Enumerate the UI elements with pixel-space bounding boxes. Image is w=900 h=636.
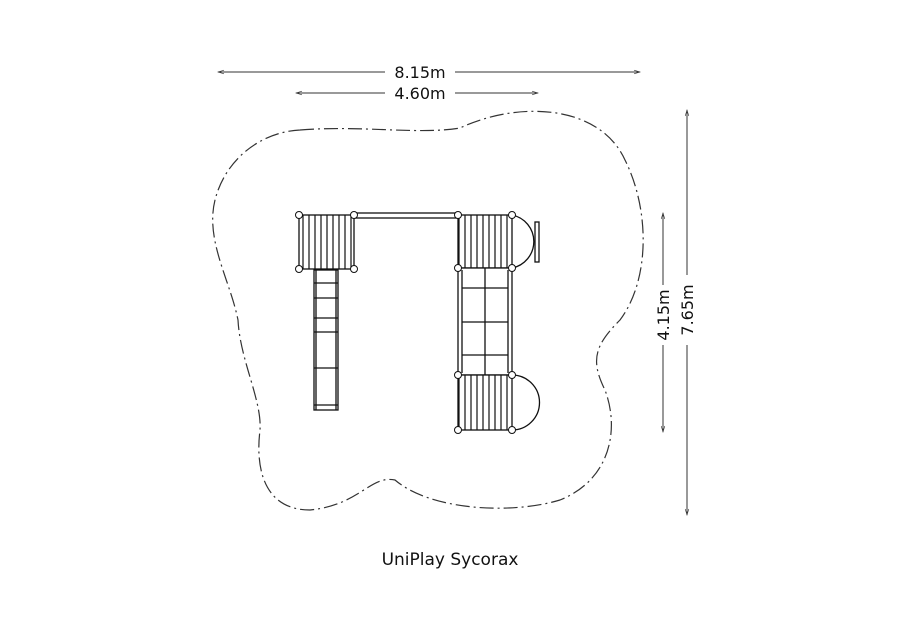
safety-zone-boundary bbox=[212, 110, 644, 511]
steering-wheel-panel bbox=[511, 214, 535, 269]
left-tower-deck bbox=[298, 214, 355, 270]
slide bbox=[313, 269, 339, 411]
dimension-equipment-width: 4.60m bbox=[296, 84, 538, 103]
bottom-panel bbox=[511, 374, 541, 431]
dimension-label: 8.15m bbox=[394, 63, 445, 82]
right-tower-deck bbox=[457, 214, 513, 269]
bridge bbox=[353, 212, 458, 219]
play-equipment bbox=[295, 211, 541, 434]
climbing-net bbox=[457, 267, 513, 376]
posts bbox=[295, 211, 516, 434]
bottom-tower-deck bbox=[457, 374, 513, 431]
product-title: UniPlay Sycorax bbox=[381, 550, 519, 570]
steering-wheel-icon bbox=[534, 221, 540, 263]
dimension-label: 7.65m bbox=[678, 284, 697, 335]
dimension-label: 4.15m bbox=[654, 289, 673, 340]
dimension-label: 4.60m bbox=[394, 84, 445, 103]
dimension-overall-depth: 7.65m bbox=[678, 110, 697, 515]
dimension-equipment-depth: 4.15m bbox=[654, 213, 673, 432]
dimension-overall-width: 8.15m bbox=[218, 63, 640, 82]
